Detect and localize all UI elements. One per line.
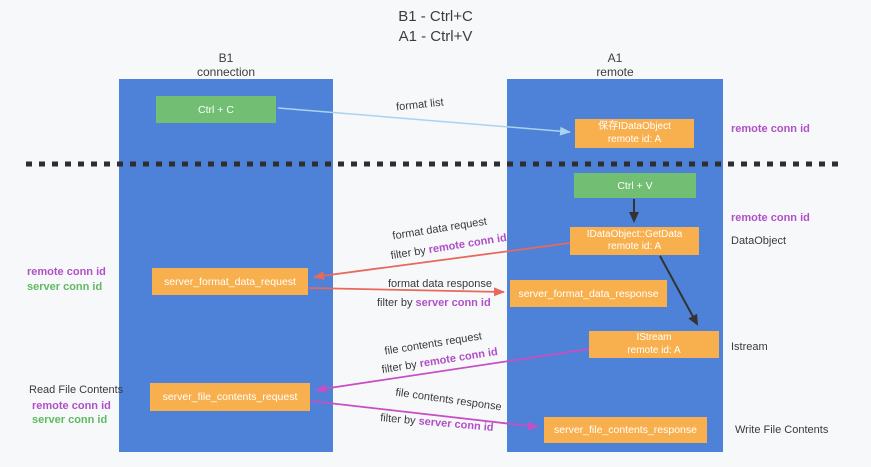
node-save-idataobject-line2: remote id: A	[607, 133, 662, 145]
lane-a1-role: remote	[596, 65, 634, 79]
node-server-format-data-request-label: server_format_data_request	[164, 275, 296, 288]
server-conn-id-text: server conn id	[415, 297, 491, 309]
label-filter-by-server-conn-id-format: filter by server conn id	[377, 297, 491, 309]
node-server-file-contents-response-label: server_file_contents_response	[553, 424, 697, 436]
node-getdata-line2: remote id: A	[607, 241, 662, 252]
node-server-format-data-response: server_format_data_response	[510, 280, 667, 307]
node-ctrl-v-label: Ctrl + V	[617, 179, 653, 192]
node-getdata-line1: IDataObject::GetData	[586, 228, 683, 240]
node-ctrl-c-label: Ctrl + C	[198, 103, 234, 116]
label-file-contents-response: file contents response	[394, 386, 503, 414]
node-server-file-contents-request: server_file_contents_request	[150, 383, 310, 411]
label-format-list: format list	[395, 96, 445, 114]
node-server-file-contents-response: server_file_contents_response	[544, 417, 707, 443]
node-istream: IStream remote id: A	[589, 331, 719, 358]
label-filter-by-server-conn-id-file: filter by server conn id	[380, 412, 494, 434]
diagram-title: B1 - Ctrl+C A1 - Ctrl+V	[0, 7, 871, 47]
filter-by-text: filter by	[379, 412, 420, 428]
node-ctrl-c: Ctrl + C	[156, 96, 276, 123]
node-save-idataobject: 保存IDataObject remote id: A	[575, 119, 694, 148]
filter-by-text: filter by	[389, 244, 430, 263]
label-remote-conn-id-left-mid: remote conn id	[27, 266, 106, 278]
lane-b1-name: B1	[218, 51, 234, 65]
node-save-idataobject-line1: 保存IDataObject	[598, 121, 671, 132]
label-remote-conn-id-right-top: remote conn id	[731, 123, 810, 135]
node-server-file-contents-request-label: server_file_contents_request	[162, 391, 298, 403]
label-server-conn-id-left-bottom: server conn id	[32, 414, 108, 426]
remote-conn-id-text: remote conn id	[427, 231, 508, 257]
node-istream-line1: IStream	[636, 332, 672, 343]
node-ctrl-v: Ctrl + V	[574, 173, 696, 198]
node-server-format-data-response-label: server_format_data_response	[518, 287, 659, 300]
node-server-format-data-request: server_format_data_request	[152, 268, 308, 295]
label-dataobject: DataObject	[731, 235, 787, 247]
node-istream-line2: remote id: A	[627, 344, 681, 356]
filter-by-text: filter by	[377, 297, 416, 309]
label-write-file-contents: Write File Contents	[735, 424, 829, 436]
filter-by-text: filter by	[380, 358, 421, 377]
label-read-file-contents: Read File Contents	[29, 384, 124, 396]
title-line-1: B1 - Ctrl+C	[398, 8, 473, 25]
node-idataobject-getdata: IDataObject::GetData remote id: A	[570, 227, 699, 255]
server-conn-id-text: server conn id	[418, 415, 495, 434]
label-remote-conn-id-left-bottom: remote conn id	[32, 400, 111, 412]
label-format-data-response: format data response	[388, 278, 492, 290]
label-istream: Istream	[731, 341, 768, 353]
title-line-2: A1 - Ctrl+V	[398, 28, 473, 45]
label-remote-conn-id-right-mid: remote conn id	[731, 212, 810, 224]
label-server-conn-id-left-mid: server conn id	[27, 281, 103, 293]
lane-header-a1: A1 remote	[507, 51, 723, 79]
lane-a1-name: A1	[607, 51, 623, 65]
lane-header-b1: B1 connection	[119, 51, 333, 79]
lane-b1-role: connection	[196, 65, 256, 79]
